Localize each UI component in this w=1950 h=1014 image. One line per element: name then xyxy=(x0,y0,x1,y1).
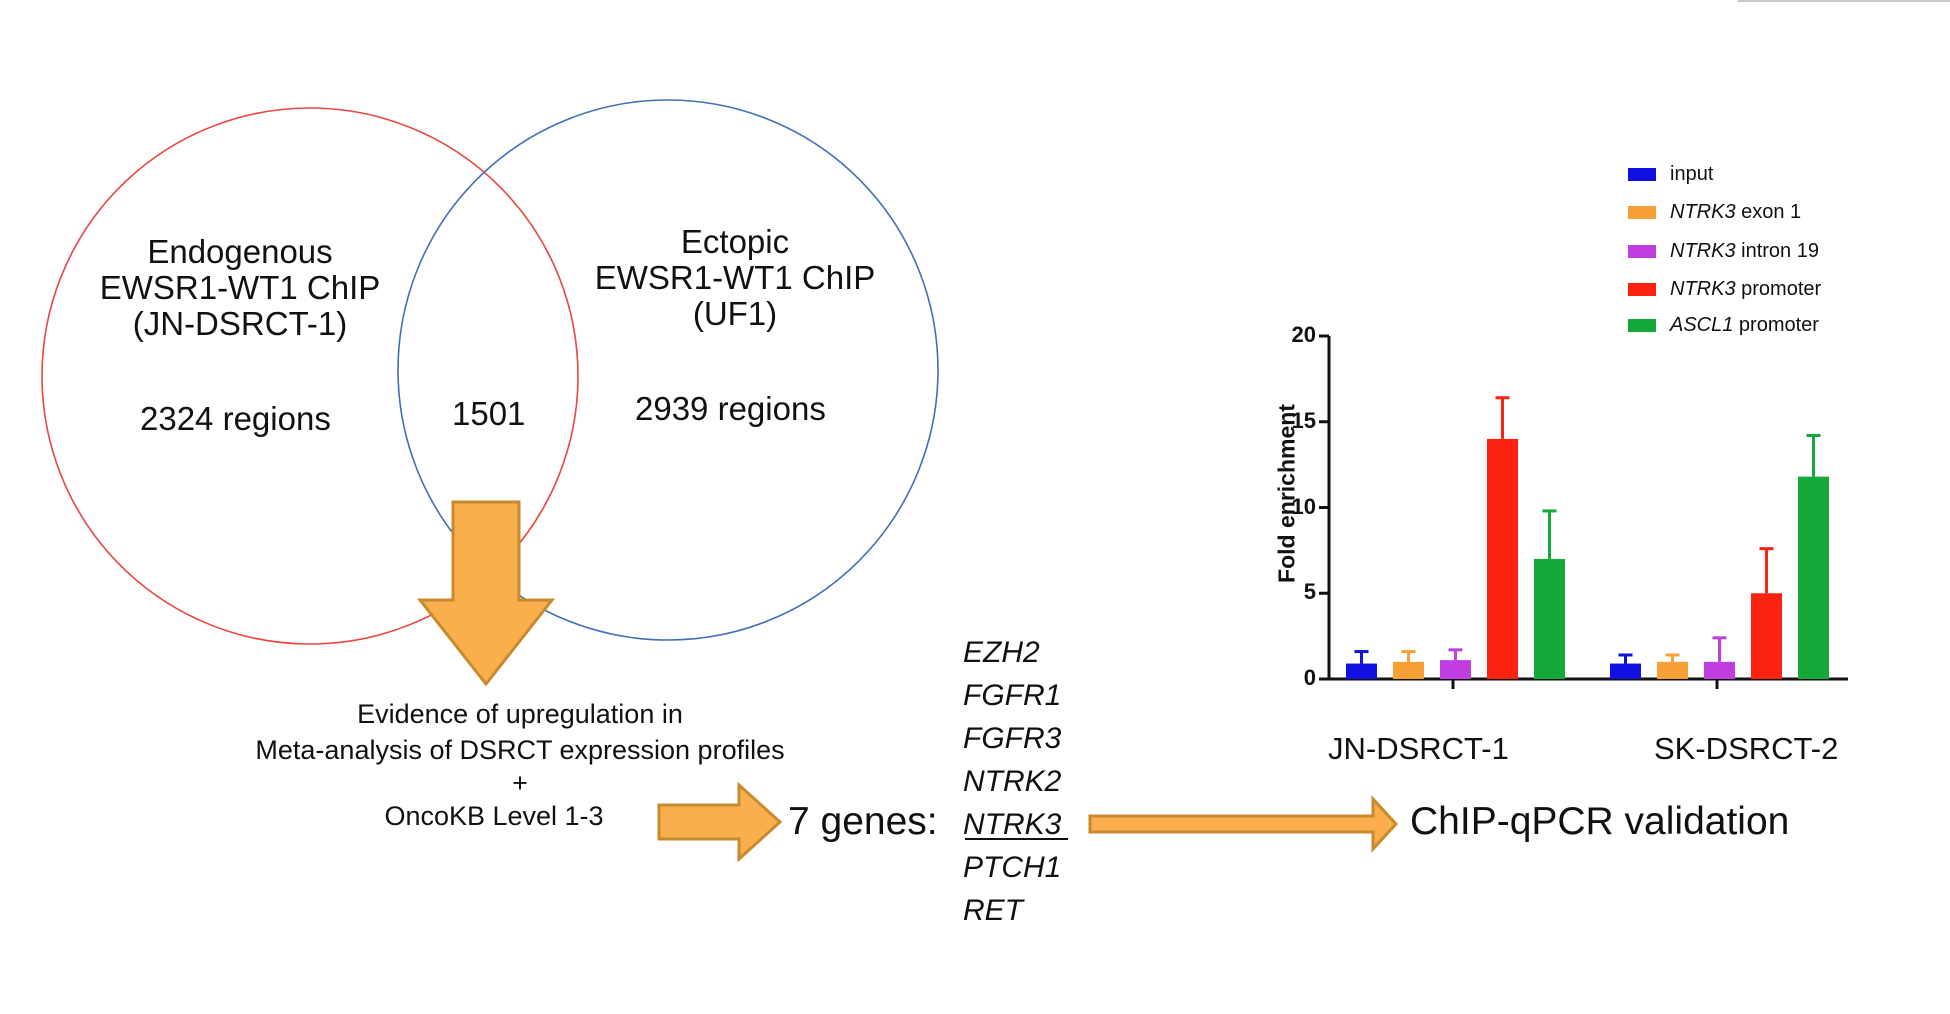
venn-left-label: Endogenous EWSR1-WT1 ChIP (JN-DSRCT-1) xyxy=(60,234,420,342)
y-tick-20: 20 xyxy=(1291,322,1316,347)
bar-input-sk-dsrct-2 xyxy=(1610,663,1641,679)
venn-left-line-3: (JN-DSRCT-1) xyxy=(132,305,348,342)
y-tick-10: 10 xyxy=(1291,494,1316,519)
gene-fgfr3: FGFR3 xyxy=(963,722,1062,755)
legend-suffix: intron 19 xyxy=(1735,240,1819,262)
venn-right-line-3: (UF1) xyxy=(692,295,778,332)
venn-right-count: 2939 regions xyxy=(635,390,826,427)
legend-gene: NTRK3 xyxy=(1670,278,1736,300)
down-arrow xyxy=(416,500,556,687)
venn-circle-endogenous xyxy=(41,107,579,645)
venn-right-label: Ectopic EWSR1-WT1 ChIP (UF1) xyxy=(555,224,915,332)
legend-input-label: input xyxy=(1670,163,1714,185)
gene-ezh2: EZH2 xyxy=(963,636,1040,669)
legend-ntrk3-exon1: NTRK3 exon 1 xyxy=(1628,201,1801,224)
filter-line-1: Evidence of upregulation in xyxy=(357,699,683,729)
filter-line-3: OncoKB Level 1-3 xyxy=(384,801,604,831)
bar-ntrk3-promoter-sk-dsrct-2 xyxy=(1751,593,1782,679)
legend-swatch xyxy=(1628,283,1656,297)
legend-gene: ASCL1 xyxy=(1670,314,1734,336)
filter-plus: + xyxy=(512,768,528,798)
bar-ascl1-promoter-jn-dsrct-1 xyxy=(1534,558,1565,679)
legend-gene: NTRK3 xyxy=(1670,201,1736,223)
bar-input-jn-dsrct-1 xyxy=(1346,663,1377,679)
legend-swatch xyxy=(1628,168,1656,182)
gene-fgfr1: FGFR1 xyxy=(963,679,1062,712)
legend-gene: NTRK3 xyxy=(1670,240,1736,262)
filter-line-2: Meta-analysis of DSRCT expression profil… xyxy=(255,735,785,765)
x-category-sk-dsrct-2: SK-DSRCT-2 xyxy=(1654,731,1839,766)
venn-right-line-2: EWSR1-WT1 ChIP xyxy=(594,259,876,296)
gene-ntrk3: NTRK3 xyxy=(963,808,1062,841)
validation-label: ChIP-qPCR validation xyxy=(1410,800,1790,843)
bar-ascl1-promoter-sk-dsrct-2 xyxy=(1798,476,1829,679)
venn-overlap-count: 1501 xyxy=(452,395,526,432)
bar-chart xyxy=(1319,334,1848,689)
right-arrow-to-genes xyxy=(657,781,783,863)
bar-ntrk3-intron-19-sk-dsrct-2 xyxy=(1704,661,1735,679)
y-tick-0: 0 xyxy=(1303,665,1316,690)
legend-ntrk3-intron19: NTRK3 intron 19 xyxy=(1628,240,1819,263)
bar-ntrk3-promoter-jn-dsrct-1 xyxy=(1487,438,1518,679)
legend-suffix: promoter xyxy=(1733,314,1819,336)
genes-count-label: 7 genes: xyxy=(788,800,938,843)
bar-ntrk3-intron-19-jn-dsrct-1 xyxy=(1440,660,1471,679)
bar-ntrk3-exon-1-jn-dsrct-1 xyxy=(1393,661,1424,679)
y-tick-15: 15 xyxy=(1291,408,1316,433)
legend-ascl1-promoter: ASCL1 promoter xyxy=(1628,314,1819,337)
gene-ptch1: PTCH1 xyxy=(963,851,1062,884)
legend-swatch xyxy=(1628,206,1656,220)
legend-swatch xyxy=(1628,319,1656,333)
legend-ntrk3-promoter: NTRK3 promoter xyxy=(1628,278,1821,301)
venn-left-line-1: Endogenous xyxy=(147,233,333,270)
legend-suffix: exon 1 xyxy=(1735,201,1802,223)
gene-ntrk2: NTRK2 xyxy=(963,765,1062,798)
venn-left-count: 2324 regions xyxy=(140,400,331,437)
venn-left-line-2: EWSR1-WT1 ChIP xyxy=(99,269,381,306)
legend-swatch xyxy=(1628,245,1656,259)
y-tick-5: 5 xyxy=(1303,579,1316,604)
venn-right-line-1: Ectopic xyxy=(680,223,790,260)
legend-suffix: promoter xyxy=(1735,278,1822,300)
gene-ret: RET xyxy=(963,894,1023,927)
legend-input: input xyxy=(1628,163,1713,186)
right-arrow-to-validation xyxy=(1088,795,1399,853)
bar-ntrk3-exon-1-sk-dsrct-2 xyxy=(1657,661,1688,679)
top-edge-line xyxy=(1738,0,1950,2)
venn-circle-ectopic xyxy=(397,99,939,641)
filter-criteria: Evidence of upregulation in Meta-analysi… xyxy=(180,696,860,834)
x-category-jn-dsrct-1: JN-DSRCT-1 xyxy=(1328,731,1509,766)
